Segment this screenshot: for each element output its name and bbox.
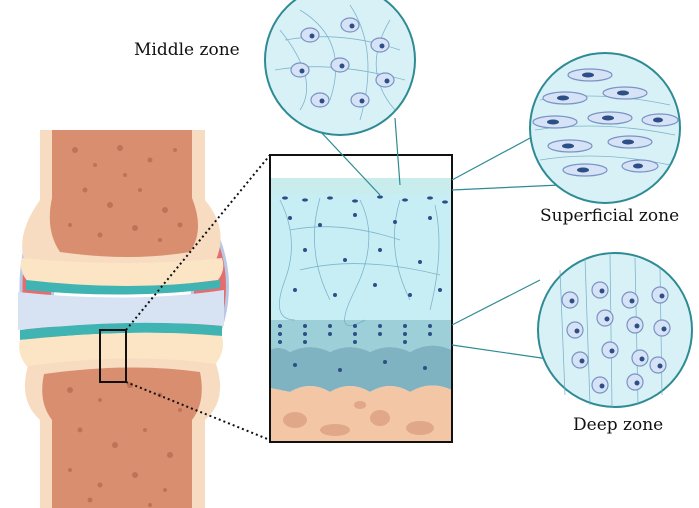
- superficial-zone-magnified: [529, 52, 681, 204]
- synovial-fluid: [18, 290, 224, 330]
- bone-patches: [283, 401, 434, 436]
- middle-zone-magnified: [264, 0, 416, 136]
- upper-cartilage-teal: [26, 280, 220, 295]
- calcified-layer: [270, 345, 452, 392]
- upper-bone: [49, 130, 199, 257]
- deep-layer: [270, 320, 452, 352]
- lower-bone-pores: [67, 382, 182, 507]
- upper-cartilage: [20, 258, 224, 287]
- lower-bone: [42, 367, 202, 508]
- collagen-fibers: [278, 197, 441, 326]
- superficial-cells: [282, 195, 448, 204]
- magnification-box: [99, 329, 127, 383]
- lower-cartilage-teal: [20, 322, 222, 340]
- knee-joint-illustration: [18, 130, 229, 508]
- superficial-band: [270, 178, 452, 194]
- upper-bone-pores: [68, 145, 183, 242]
- middle-layer: [270, 194, 452, 320]
- cross-section-frame: [269, 154, 453, 443]
- deep-cells: [278, 324, 432, 372]
- deep-zone-magnified: [537, 252, 693, 408]
- zoom-line-bottom: [125, 381, 271, 441]
- cartilage-cross-section: [269, 154, 453, 443]
- superficial-zone-label: Superficial zone: [540, 206, 680, 226]
- deep-zone-label: Deep zone: [573, 415, 664, 435]
- middle-zone-label: Middle zone: [134, 40, 240, 60]
- middle-cells: [288, 213, 442, 297]
